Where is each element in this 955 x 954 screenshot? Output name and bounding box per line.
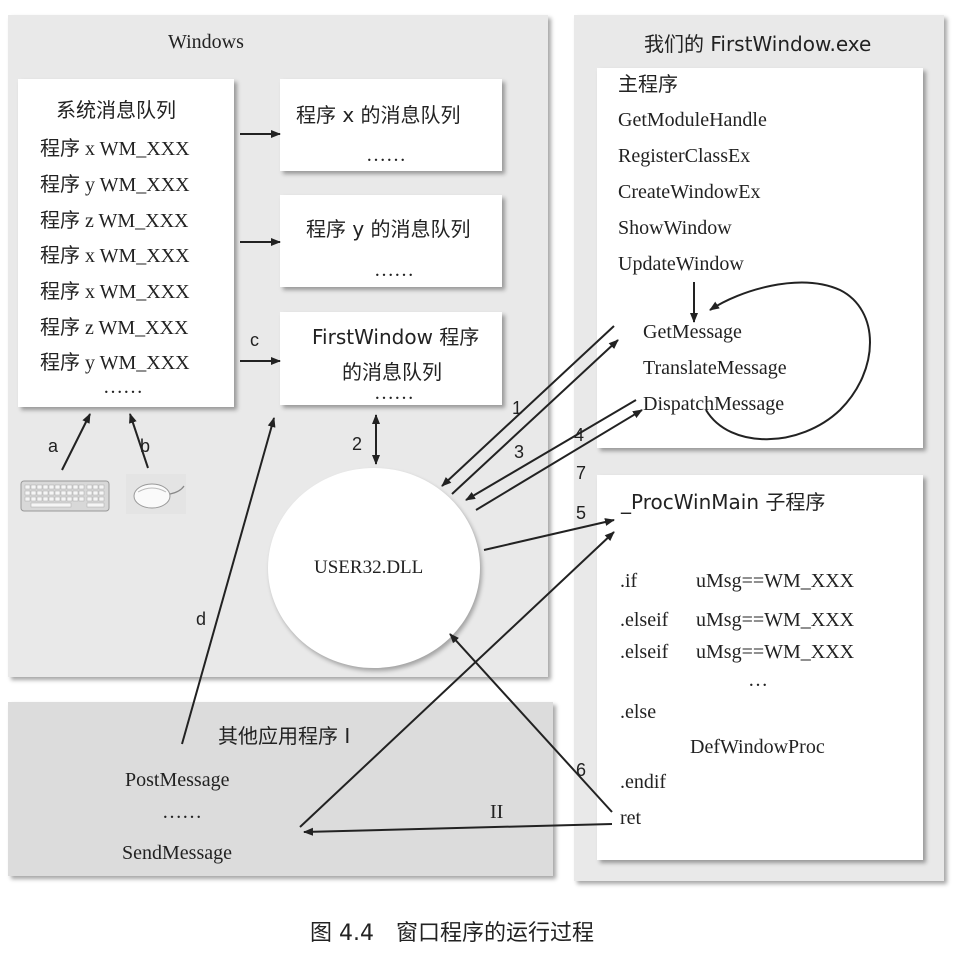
api-call: RegisterClassEx: [618, 145, 751, 167]
label-ii: II: [490, 801, 504, 823]
window-proc-box: [597, 475, 923, 860]
proc-condition: uMsg==WM_XXX: [696, 641, 855, 663]
label-a: a: [48, 436, 59, 456]
main-program-box: [597, 68, 923, 448]
proc-else: .else: [620, 701, 657, 723]
proc-keyword: .elseif: [620, 641, 669, 663]
arrow-1-getmessage: [451, 339, 619, 495]
label-4: 4: [574, 425, 585, 445]
arrow-6-ret: [449, 633, 613, 813]
label-7: 7: [576, 463, 587, 483]
system-queue-ellipsis: ……: [103, 376, 143, 398]
arrow-d-postmessage: [181, 417, 276, 745]
queue-x-box: [280, 79, 502, 171]
arrow-ii-ret: [303, 823, 613, 836]
keyboard-icon: [20, 478, 110, 514]
loop-call: DispatchMessage: [643, 393, 785, 415]
system-queue-item: 程序 x WM_XXX: [40, 281, 190, 303]
label-1: 1: [512, 398, 523, 418]
proc-condition: uMsg==WM_XXX: [696, 609, 855, 631]
queue-y-box: [280, 195, 502, 287]
label-d: d: [196, 609, 207, 629]
queue-x-label: 程序 x 的消息队列: [296, 103, 461, 127]
proc-ret: ret: [620, 807, 642, 829]
proc-default: DefWindowProc: [690, 736, 825, 758]
system-queue-item: 程序 z WM_XXX: [40, 317, 189, 339]
proc-keyword: .elseif: [620, 609, 669, 631]
message-loop-curve: [705, 281, 871, 441]
arrow-a-keyboard: [61, 413, 91, 471]
other-app-dots: ……: [162, 801, 202, 823]
label-5: 5: [576, 503, 587, 523]
system-queue-item: 程序 y WM_XXX: [40, 352, 190, 374]
other-app-panel: [8, 702, 553, 876]
arrow-3-return: [441, 325, 615, 487]
main-program-title: 主程序: [618, 72, 678, 96]
proc-endif: .endif: [620, 771, 667, 793]
proc-condition: uMsg==WM_XXX: [696, 570, 855, 592]
queue-firstwindow-label-2: 的消息队列: [342, 360, 442, 384]
system-queue-item: 程序 x WM_XXX: [40, 245, 190, 267]
api-call: GetModuleHandle: [618, 109, 767, 131]
label-6: 6: [576, 760, 587, 780]
loop-call: TranslateMessage: [643, 357, 787, 379]
queue-y-label: 程序 y 的消息队列: [306, 217, 471, 241]
api-call: CreateWindowEx: [618, 181, 761, 203]
user32-dll-node: [268, 468, 480, 668]
api-call: UpdateWindow: [618, 253, 744, 275]
system-queue-box: [18, 79, 234, 407]
other-app-title: 其他应用程序 I: [218, 724, 351, 748]
send-message: SendMessage: [122, 842, 232, 864]
mouse-icon: [126, 474, 186, 514]
system-queue-item: 程序 z WM_XXX: [40, 210, 189, 232]
label-3: 3: [514, 442, 525, 462]
label-b: b: [140, 436, 151, 456]
queue-x-ellipsis: ……: [366, 144, 406, 166]
system-queue-item: 程序 y WM_XXX: [40, 174, 190, 196]
windows-title: Windows: [168, 31, 244, 53]
post-message: PostMessage: [125, 769, 230, 791]
system-queue-title: 系统消息队列: [56, 98, 176, 122]
arrow-4-dispatch: [475, 409, 643, 511]
arrow-sendmessage-proc: [299, 531, 615, 828]
arrow-7-return: [465, 399, 637, 501]
firstwindow-title: 我们的 FirstWindow.exe: [644, 32, 872, 56]
proc-keyword: .if: [620, 570, 638, 592]
window-proc-title: _ProcWinMain 子程序: [621, 490, 826, 514]
proc-dots: …: [748, 669, 768, 691]
user32-dll-label: USER32.DLL: [314, 557, 424, 578]
system-queue-item: 程序 x WM_XXX: [40, 138, 190, 160]
arrow-b-mouse: [129, 413, 149, 469]
api-call: ShowWindow: [618, 217, 732, 239]
queue-firstwindow-box: [280, 312, 502, 405]
figure-caption: 图 4.4 窗口程序的运行过程: [310, 921, 594, 946]
loop-call: GetMessage: [643, 321, 742, 343]
queue-y-ellipsis: ……: [374, 259, 414, 281]
label-c: c: [250, 330, 259, 350]
label-2: 2: [352, 434, 363, 454]
queue-firstwindow-ellipsis: ……: [374, 382, 414, 404]
queue-firstwindow-label-1: FirstWindow 程序: [312, 325, 480, 349]
arrow-5-call-proc: [483, 518, 615, 551]
